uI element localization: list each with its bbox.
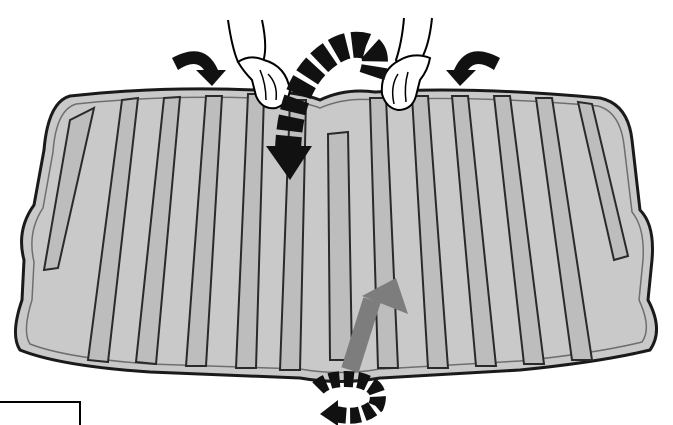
left-curved-arrow-icon	[172, 51, 226, 86]
cargo-mat	[15, 89, 656, 382]
frame-corner	[0, 402, 80, 425]
right-curved-arrow-icon	[446, 51, 500, 86]
bottom-curved-arrow-icon	[318, 379, 378, 425]
